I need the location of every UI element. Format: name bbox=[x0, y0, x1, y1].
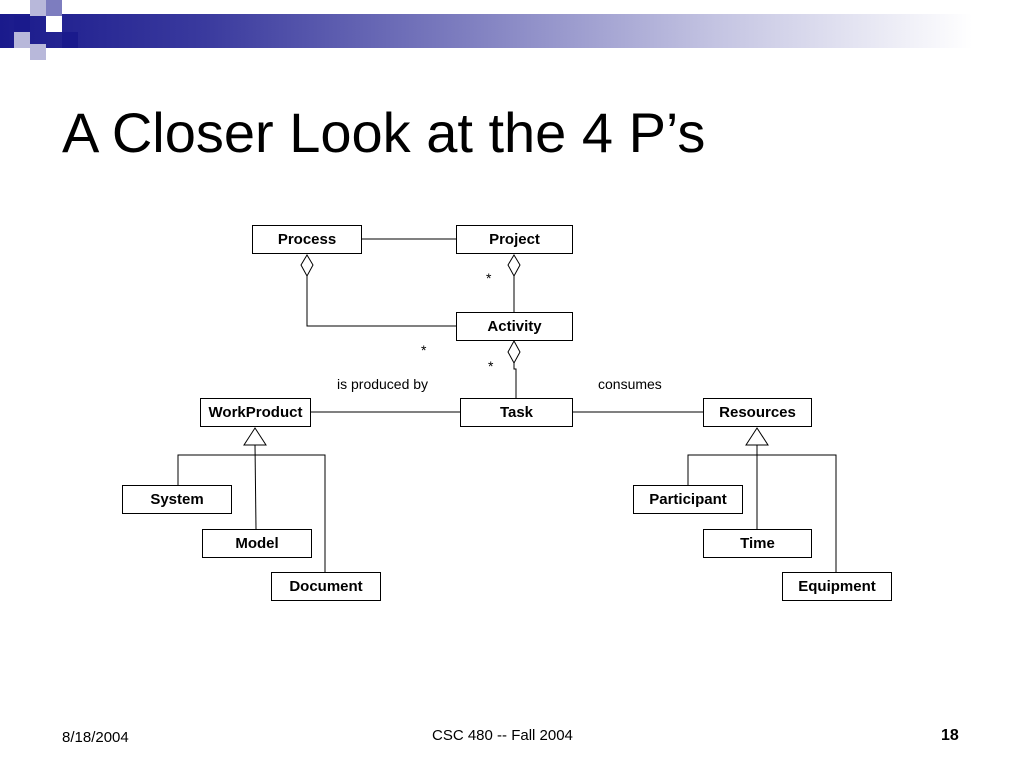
banner-square bbox=[62, 32, 78, 48]
aggregation-diamond bbox=[507, 254, 521, 278]
multiplicity-label: * bbox=[486, 270, 492, 286]
banner-square bbox=[14, 32, 30, 48]
banner-square bbox=[46, 16, 62, 32]
class-workproduct: WorkProduct bbox=[200, 398, 311, 427]
footer-date: 8/18/2004 bbox=[62, 729, 129, 746]
class-time: Time bbox=[703, 529, 812, 558]
association-label-is-produced-by: is produced by bbox=[337, 376, 429, 392]
banner-square bbox=[30, 44, 46, 60]
generalization-triangle bbox=[243, 427, 267, 446]
class-project: Project bbox=[456, 225, 573, 254]
aggregation-diamond bbox=[300, 254, 314, 278]
class-system: System bbox=[122, 485, 232, 514]
class-model: Model bbox=[202, 529, 312, 558]
edge-process-activity bbox=[306, 276, 456, 327]
class-process: Process bbox=[252, 225, 362, 254]
class-activity: Activity bbox=[456, 312, 573, 341]
header-banner bbox=[0, 14, 1024, 48]
generalization-triangle bbox=[745, 427, 769, 446]
banner-square bbox=[30, 0, 46, 16]
class-participant: Participant bbox=[633, 485, 743, 514]
class-resources: Resources bbox=[703, 398, 812, 427]
class-document: Document bbox=[271, 572, 381, 601]
banner-square bbox=[14, 16, 30, 32]
multiplicity-label: * bbox=[421, 342, 427, 358]
page-number: 18 bbox=[941, 727, 959, 744]
footer-course: CSC 480 -- Fall 2004 bbox=[432, 727, 573, 744]
class-task: Task bbox=[460, 398, 573, 427]
multiplicity-label: * bbox=[488, 358, 494, 374]
class-equipment: Equipment bbox=[782, 572, 892, 601]
banner-square bbox=[46, 0, 62, 16]
association-label-consumes: consumes bbox=[598, 376, 662, 392]
edge-activity-task bbox=[513, 363, 517, 398]
slide-title: A Closer Look at the 4 P’s bbox=[62, 101, 706, 164]
aggregation-diamond bbox=[507, 339, 521, 365]
